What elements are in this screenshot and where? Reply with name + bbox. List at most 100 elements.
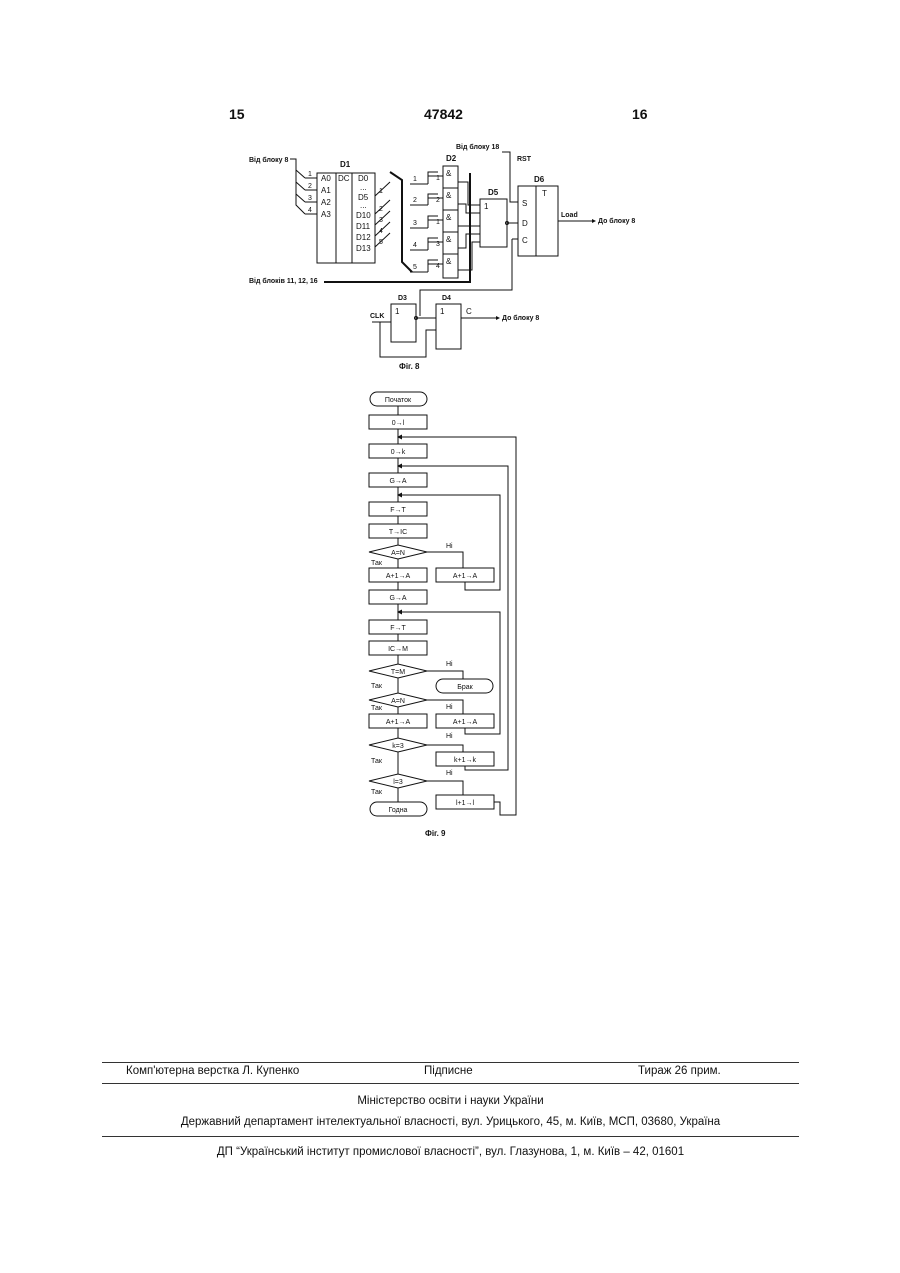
d6-d-label: D: [522, 219, 528, 228]
step-s8-label: F→T: [390, 625, 406, 632]
decision-d1-label: A=N: [391, 550, 405, 557]
d2-pin-4: 3: [436, 241, 440, 248]
d1-in-num-1: 1: [308, 171, 312, 178]
brak-label: Брак: [457, 684, 473, 691]
d2-pin-2: 2: [436, 197, 440, 204]
step-s10b-label: A+1→A: [453, 719, 478, 726]
step-s6-label: A+1→A: [386, 573, 411, 580]
d2-pin-5: 4: [436, 263, 440, 270]
footer-rule-bottom: [102, 1136, 799, 1137]
d1-out-num-5: 5: [379, 239, 383, 246]
d6-label: D6: [534, 175, 545, 184]
department-line: Державний департамент інтелектуальної вл…: [102, 1116, 799, 1128]
d1-out-num-2: 2: [379, 206, 383, 213]
d1-output-d12: D12: [356, 233, 371, 242]
step-s2-label: 0→k: [391, 449, 406, 456]
step-s3-label: G→A: [389, 478, 406, 485]
d2-amp-4: &: [446, 235, 452, 244]
footer-rule-middle: [102, 1083, 799, 1084]
decision-d4-label: k=3: [392, 743, 404, 750]
yes-label-d5: Так: [371, 789, 383, 796]
step-s6b-label: A+1→A: [453, 573, 478, 580]
bus-num-5: 5: [413, 264, 417, 271]
bus-num-2: 2: [413, 197, 417, 204]
yes-label-d1: Так: [371, 560, 383, 567]
figure-9-flowchart: Початок 0→l 0→k G→A F→T T→IC A=N Так Ні …: [0, 380, 900, 850]
d4-one: 1: [440, 307, 445, 316]
d1-output-d11: D11: [356, 222, 371, 231]
d5-one: 1: [484, 202, 489, 211]
d1-input-a1: A1: [321, 186, 331, 195]
d1-out-num-3: 3: [379, 217, 383, 224]
step-s12-label: l+1→l: [456, 800, 475, 807]
d1-input-a2: A2: [321, 198, 331, 207]
decision-d5-label: l=3: [393, 779, 403, 786]
d3-one: 1: [395, 307, 400, 316]
from-blocks-11-12-16-label: Від блоків 11, 12, 16: [249, 277, 318, 285]
circulation-label: Тираж 26 прим.: [638, 1065, 721, 1077]
layout-credit: Комп'ютерна верстка Л. Купенко: [126, 1065, 299, 1077]
d1-in-num-4: 4: [308, 207, 312, 214]
bus-num-4: 4: [413, 242, 417, 249]
no-label-d2: Ні: [446, 660, 453, 668]
no-label-d3: Ні: [446, 703, 453, 711]
fig8-caption: Фіг. 8: [399, 362, 420, 371]
signed-label: Підписне: [424, 1065, 473, 1077]
from-block-8-label: Від блоку 8: [249, 156, 289, 164]
step-s4-label: F→T: [390, 507, 406, 514]
d6-t-label: T: [542, 189, 547, 198]
d1-output-dots2: ...: [360, 201, 367, 210]
to-block-8-top-label: До блоку 8: [598, 217, 635, 225]
fig9-caption: Фіг. 9: [425, 829, 446, 838]
no-label-d1: Ні: [446, 542, 453, 550]
decision-d3-label: A=N: [391, 698, 405, 705]
from-block-18-label: Від блоку 18: [456, 143, 499, 151]
step-s11-label: k+1→k: [454, 757, 476, 764]
d5-label: D5: [488, 188, 499, 197]
d2-pin-1: 1: [436, 175, 440, 182]
d2-amp-2: &: [446, 191, 452, 200]
step-s5-label: T→IC: [389, 529, 407, 536]
d2-label: D2: [446, 154, 457, 163]
yes-label-d3: Так: [371, 705, 383, 712]
d4-label: D4: [442, 295, 451, 302]
d1-output-d0: D0: [358, 174, 369, 183]
d1-output-d13: D13: [356, 244, 371, 253]
d1-output-d10: D10: [356, 211, 371, 220]
d1-in-num-3: 3: [308, 195, 312, 202]
d3-label: D3: [398, 295, 407, 302]
d6-s-label: S: [522, 199, 527, 208]
start-label: Початок: [385, 397, 412, 404]
step-s9-label: IC→M: [388, 646, 408, 653]
figure-8-circuit: D1 DC A0 A1 A2 A3 D0 ... D5 ... D10 D11 …: [0, 0, 900, 380]
step-s1-label: 0→l: [392, 420, 405, 427]
d2-amp-5: &: [446, 257, 452, 266]
d2-amp-1: &: [446, 169, 452, 178]
end-label: Годна: [389, 807, 408, 814]
load-label: Load: [561, 212, 578, 219]
d1-input-a0: A0: [321, 174, 331, 183]
d1-output-dots1: ...: [360, 183, 367, 192]
yes-label-d2: Так: [371, 683, 383, 690]
d2-pin-3: 1: [436, 219, 440, 226]
d1-label: D1: [340, 160, 351, 169]
institute-line: ДП “Український інститут промислової вла…: [102, 1146, 799, 1158]
to-block-8-bottom-label: До блоку 8: [502, 314, 539, 322]
step-s7-label: G→A: [389, 595, 406, 602]
no-label-d3b: Ні: [446, 732, 453, 740]
footer-rule-top: [102, 1062, 799, 1063]
d1-out-num-1: 1: [379, 188, 383, 195]
d1-input-a3: A3: [321, 210, 331, 219]
d1-out-num-4: 4: [379, 228, 383, 235]
d1-in-num-2: 2: [308, 183, 312, 190]
bus-num-3: 3: [413, 220, 417, 227]
bus-num-1: 1: [413, 176, 417, 183]
ministry-line: Міністерство освіти і науки України: [102, 1095, 799, 1107]
d1-dc-label: DC: [338, 174, 350, 183]
d4-c-label: C: [466, 307, 472, 316]
clk-label: CLK: [370, 313, 384, 320]
d2-amp-3: &: [446, 213, 452, 222]
d6-c-label: C: [522, 236, 528, 245]
yes-label-d4: Так: [371, 758, 383, 765]
rst-label: RST: [517, 156, 532, 163]
